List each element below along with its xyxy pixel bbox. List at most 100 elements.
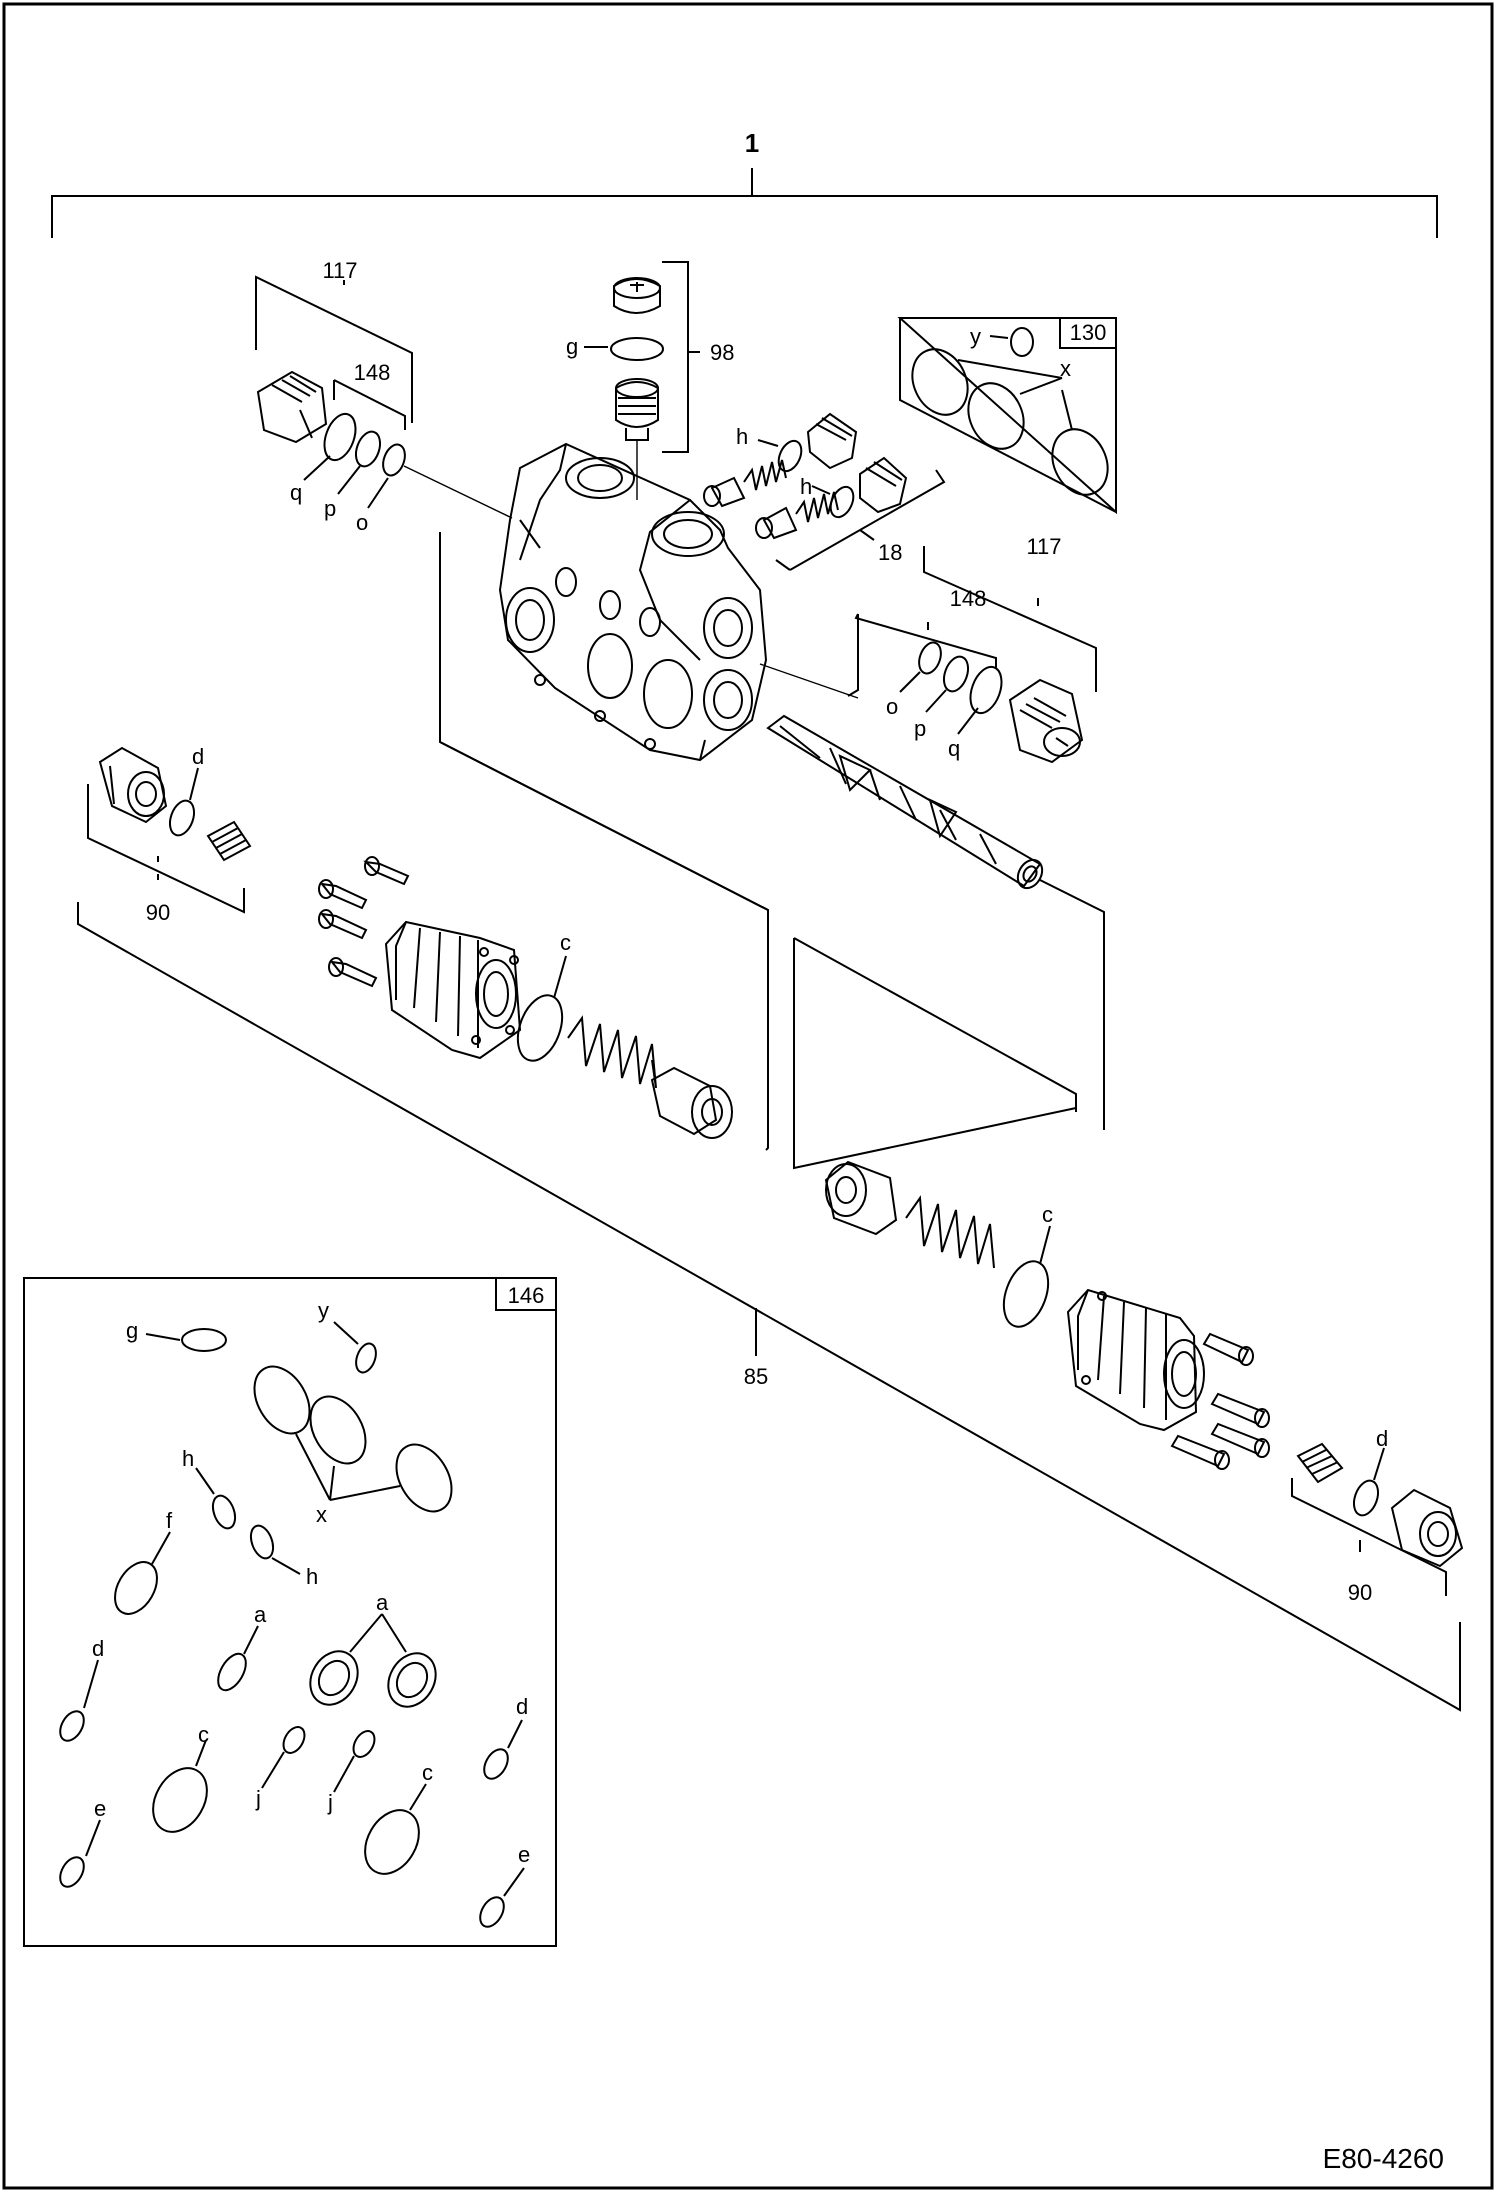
kit-backup-ring-a-2 <box>309 1650 359 1706</box>
spring-cap-bracket-right <box>793 938 1077 1170</box>
kit-o-ring-d-1 <box>59 1710 85 1742</box>
o-ring-p-right <box>942 655 970 693</box>
assembly-bracket <box>51 168 1438 238</box>
o-ring-p-left <box>354 430 382 468</box>
kit-backup-ring-a-3 <box>387 1652 437 1708</box>
leader-d-left <box>189 767 199 801</box>
callout-117-right: 117 <box>1026 534 1061 559</box>
kit-letter-j-2: j <box>327 1790 333 1815</box>
plug-lower-18 <box>859 456 908 514</box>
spool <box>766 714 1044 890</box>
letter-q-right: q <box>948 736 960 761</box>
kit-letter-y: y <box>318 1298 329 1323</box>
letter-h-upper: h <box>736 424 748 449</box>
leader-q-right <box>957 707 979 735</box>
leader-d-right <box>1373 1447 1385 1481</box>
kit-o-ring-y <box>355 1342 377 1374</box>
leader-c-right <box>1039 1225 1051 1265</box>
centerline-left-relief <box>403 465 513 519</box>
kit-o-ring-c-2 <box>364 1809 420 1875</box>
leader-18 <box>859 529 875 541</box>
kit-letter-j-1: j <box>255 1786 261 1811</box>
letter-x-130: x <box>1060 356 1071 381</box>
callout-146: 146 <box>508 1283 545 1308</box>
check-valve-group-18 <box>703 412 946 571</box>
o-ring-g-top <box>610 337 664 361</box>
o-ring-h-upper <box>777 439 803 473</box>
spring-seat-right <box>824 1160 898 1236</box>
kit-letter-e-2: e <box>518 1842 530 1867</box>
letter-y-130: y <box>970 324 981 349</box>
kit-letter-f: f <box>166 1508 173 1533</box>
relief-valve-bracket-117-right <box>847 546 1097 697</box>
socket-bolts-left <box>318 856 410 988</box>
kit-o-ring-h-2 <box>249 1524 275 1560</box>
leader-y-130 <box>989 335 1009 339</box>
kit-letter-a-2: a <box>376 1590 389 1615</box>
bracket-85 <box>77 902 1461 1712</box>
o-ring-x-130-a <box>911 348 969 416</box>
kit-letter-h-2: h <box>306 1564 318 1589</box>
centerline-right-relief <box>759 663 859 699</box>
leader-h-upper <box>757 439 779 447</box>
plug-upper-18 <box>806 412 858 470</box>
kit-letter-c-1: c <box>198 1722 209 1747</box>
reference-code: E80-4260 <box>1323 2143 1444 2174</box>
kit-seal-a-1 <box>217 1652 247 1692</box>
kit-o-ring-c-1 <box>152 1767 208 1833</box>
o-ring-q-left <box>323 412 357 462</box>
o-ring-x-130-c <box>1051 428 1109 496</box>
spring-right <box>905 1195 995 1269</box>
leader-p-left <box>337 465 361 495</box>
callout-148-right: 148 <box>950 586 987 611</box>
kit-o-ring-x-1 <box>253 1365 311 1435</box>
cap-plug-98 <box>613 278 661 314</box>
letter-h-lower: h <box>800 474 812 499</box>
bracket-90-right <box>1291 1478 1447 1596</box>
o-ring-h-lower <box>829 485 855 519</box>
kit-o-ring-h-1 <box>211 1494 237 1530</box>
callout-130: 130 <box>1070 320 1107 345</box>
kit-o-ring-j-2 <box>352 1730 376 1758</box>
seal-kit-146 <box>23 1277 557 1947</box>
spring-left <box>567 1015 657 1089</box>
o-ring-y-130 <box>1010 327 1034 357</box>
end-cap-nut-left <box>98 746 168 824</box>
letter-c-left: c <box>560 930 571 955</box>
valve-body <box>498 442 768 762</box>
kit-o-ring-g <box>181 1328 227 1352</box>
kit-130-frame <box>897 317 1117 515</box>
callout-98: 98 <box>710 340 734 365</box>
letter-q-left: q <box>290 480 302 505</box>
letter-g-top: g <box>566 334 578 359</box>
o-ring-o-right <box>918 641 942 675</box>
kit-letter-x: x <box>316 1502 327 1527</box>
callout-148-left: 148 <box>354 360 391 385</box>
kit-130 <box>897 317 1117 515</box>
spring-seat-left <box>650 1066 733 1139</box>
o-ring-c-right <box>1002 1260 1050 1328</box>
o-ring-c-left <box>516 994 564 1062</box>
kit-o-ring-e-2 <box>479 1896 505 1928</box>
letter-o-right: o <box>886 694 898 719</box>
adjust-screw-left <box>206 820 252 862</box>
kit-letter-g: g <box>126 1318 138 1343</box>
spring-cap-bracket-right-top <box>793 937 1077 1112</box>
kit-letter-a-1: a <box>254 1602 267 1627</box>
kit-letter-c-2: c <box>422 1760 433 1785</box>
socket-bolts-right <box>1170 1332 1270 1470</box>
spring-cap-bracket-left <box>439 741 769 911</box>
kit-o-ring-f <box>114 1561 158 1615</box>
letter-o-left: o <box>356 510 368 535</box>
leader-h-lower <box>811 485 831 495</box>
kit-letter-d-2: d <box>516 1694 528 1719</box>
callout-90-right: 90 <box>1348 1580 1372 1605</box>
kit-o-ring-d-2 <box>483 1748 509 1780</box>
kit-letter-d-1: d <box>92 1636 104 1661</box>
kit-letter-h-1: h <box>182 1446 194 1471</box>
seal-kit-146-frame <box>23 1277 557 1947</box>
letter-p-right: p <box>914 716 926 741</box>
leader-q-left <box>303 455 331 481</box>
